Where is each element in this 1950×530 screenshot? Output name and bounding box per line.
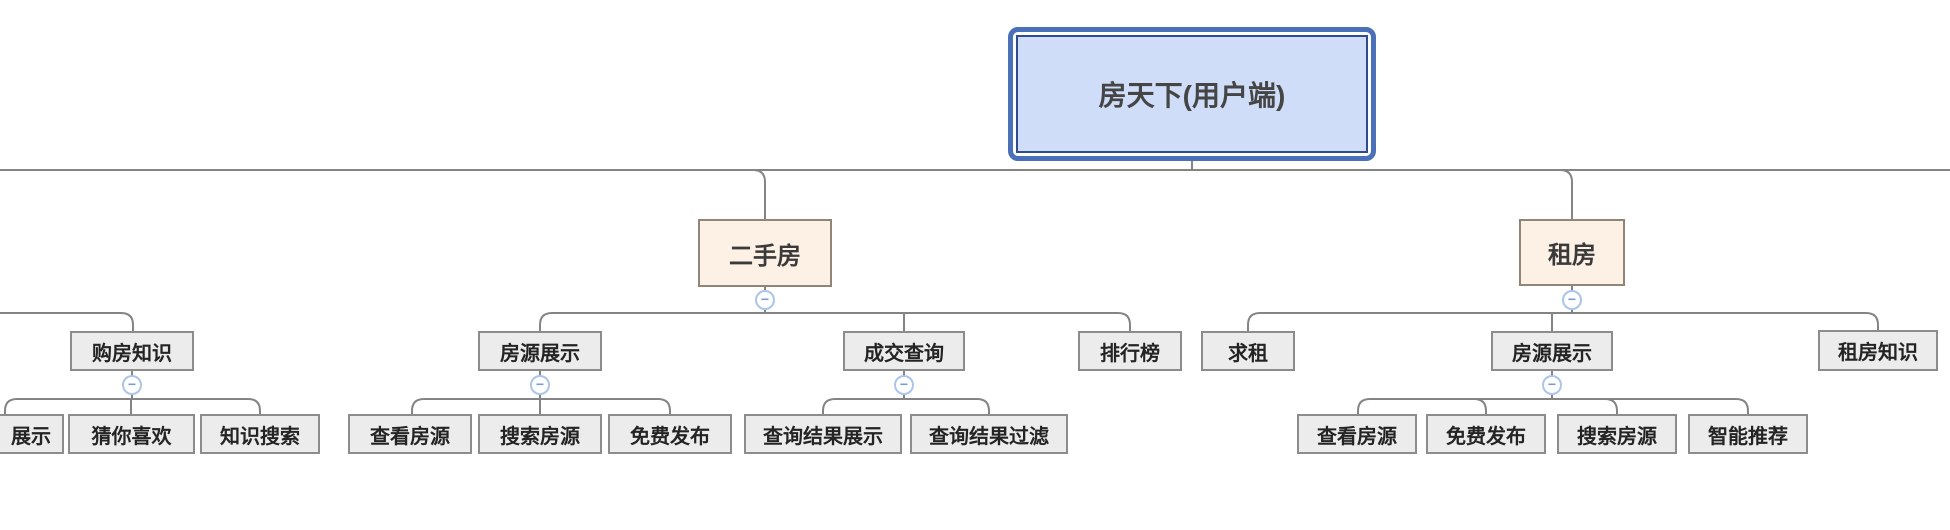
node-chaxun-jieguo-zhanshi[interactable]: 查询结果展示	[744, 414, 902, 454]
node-root[interactable]: 房天下(用户端)	[1008, 27, 1376, 161]
node-root-label: 房天下(用户端)	[1016, 35, 1368, 153]
node-fangyuan-zhanshi-ershou[interactable]: 房源展示	[478, 331, 602, 371]
node-zufang[interactable]: 租房	[1519, 219, 1625, 286]
node-ershoufang[interactable]: 二手房	[698, 219, 832, 287]
node-paihangbang[interactable]: 排行榜	[1078, 331, 1182, 371]
collapse-button-ershoufang[interactable]: −	[755, 290, 775, 310]
node-chengjiao-chaxun[interactable]: 成交查询	[843, 331, 965, 371]
node-zhineng-tuijian[interactable]: 智能推荐	[1688, 414, 1808, 454]
node-chakan-fangyuan-ershou[interactable]: 查看房源	[348, 414, 472, 454]
node-sousuo-fangyuan-ershou[interactable]: 搜索房源	[478, 414, 602, 454]
node-chakan-fangyuan-zufang[interactable]: 查看房源	[1297, 414, 1417, 454]
node-zhanshi-cut[interactable]: 展示	[0, 414, 64, 454]
node-mianfei-fabu-ershou[interactable]: 免费发布	[608, 414, 732, 454]
collapse-button-zufang[interactable]: −	[1562, 290, 1582, 310]
collapse-button-fangyuan-zhanshi-ershou[interactable]: −	[530, 375, 550, 395]
node-zufang-zhishi[interactable]: 租房知识	[1818, 330, 1938, 371]
node-fangyuan-zhanshi-zufang[interactable]: 房源展示	[1491, 331, 1613, 371]
node-zhishi-sousuo[interactable]: 知识搜索	[200, 414, 320, 454]
node-cainixihuan[interactable]: 猜你喜欢	[68, 414, 195, 454]
collapse-button-goufang-zhishi[interactable]: −	[122, 375, 142, 395]
node-qiuzu[interactable]: 求租	[1201, 331, 1295, 371]
collapse-button-fangyuan-zhanshi-zufang[interactable]: −	[1542, 375, 1562, 395]
collapse-button-chengjiao-chaxun[interactable]: −	[894, 375, 914, 395]
node-goufang-zhishi[interactable]: 购房知识	[70, 331, 194, 371]
node-chaxun-jieguo-guolv[interactable]: 查询结果过滤	[910, 414, 1068, 454]
node-sousuo-fangyuan-zufang[interactable]: 搜索房源	[1557, 414, 1677, 454]
node-mianfei-fabu-zufang[interactable]: 免费发布	[1426, 414, 1546, 454]
